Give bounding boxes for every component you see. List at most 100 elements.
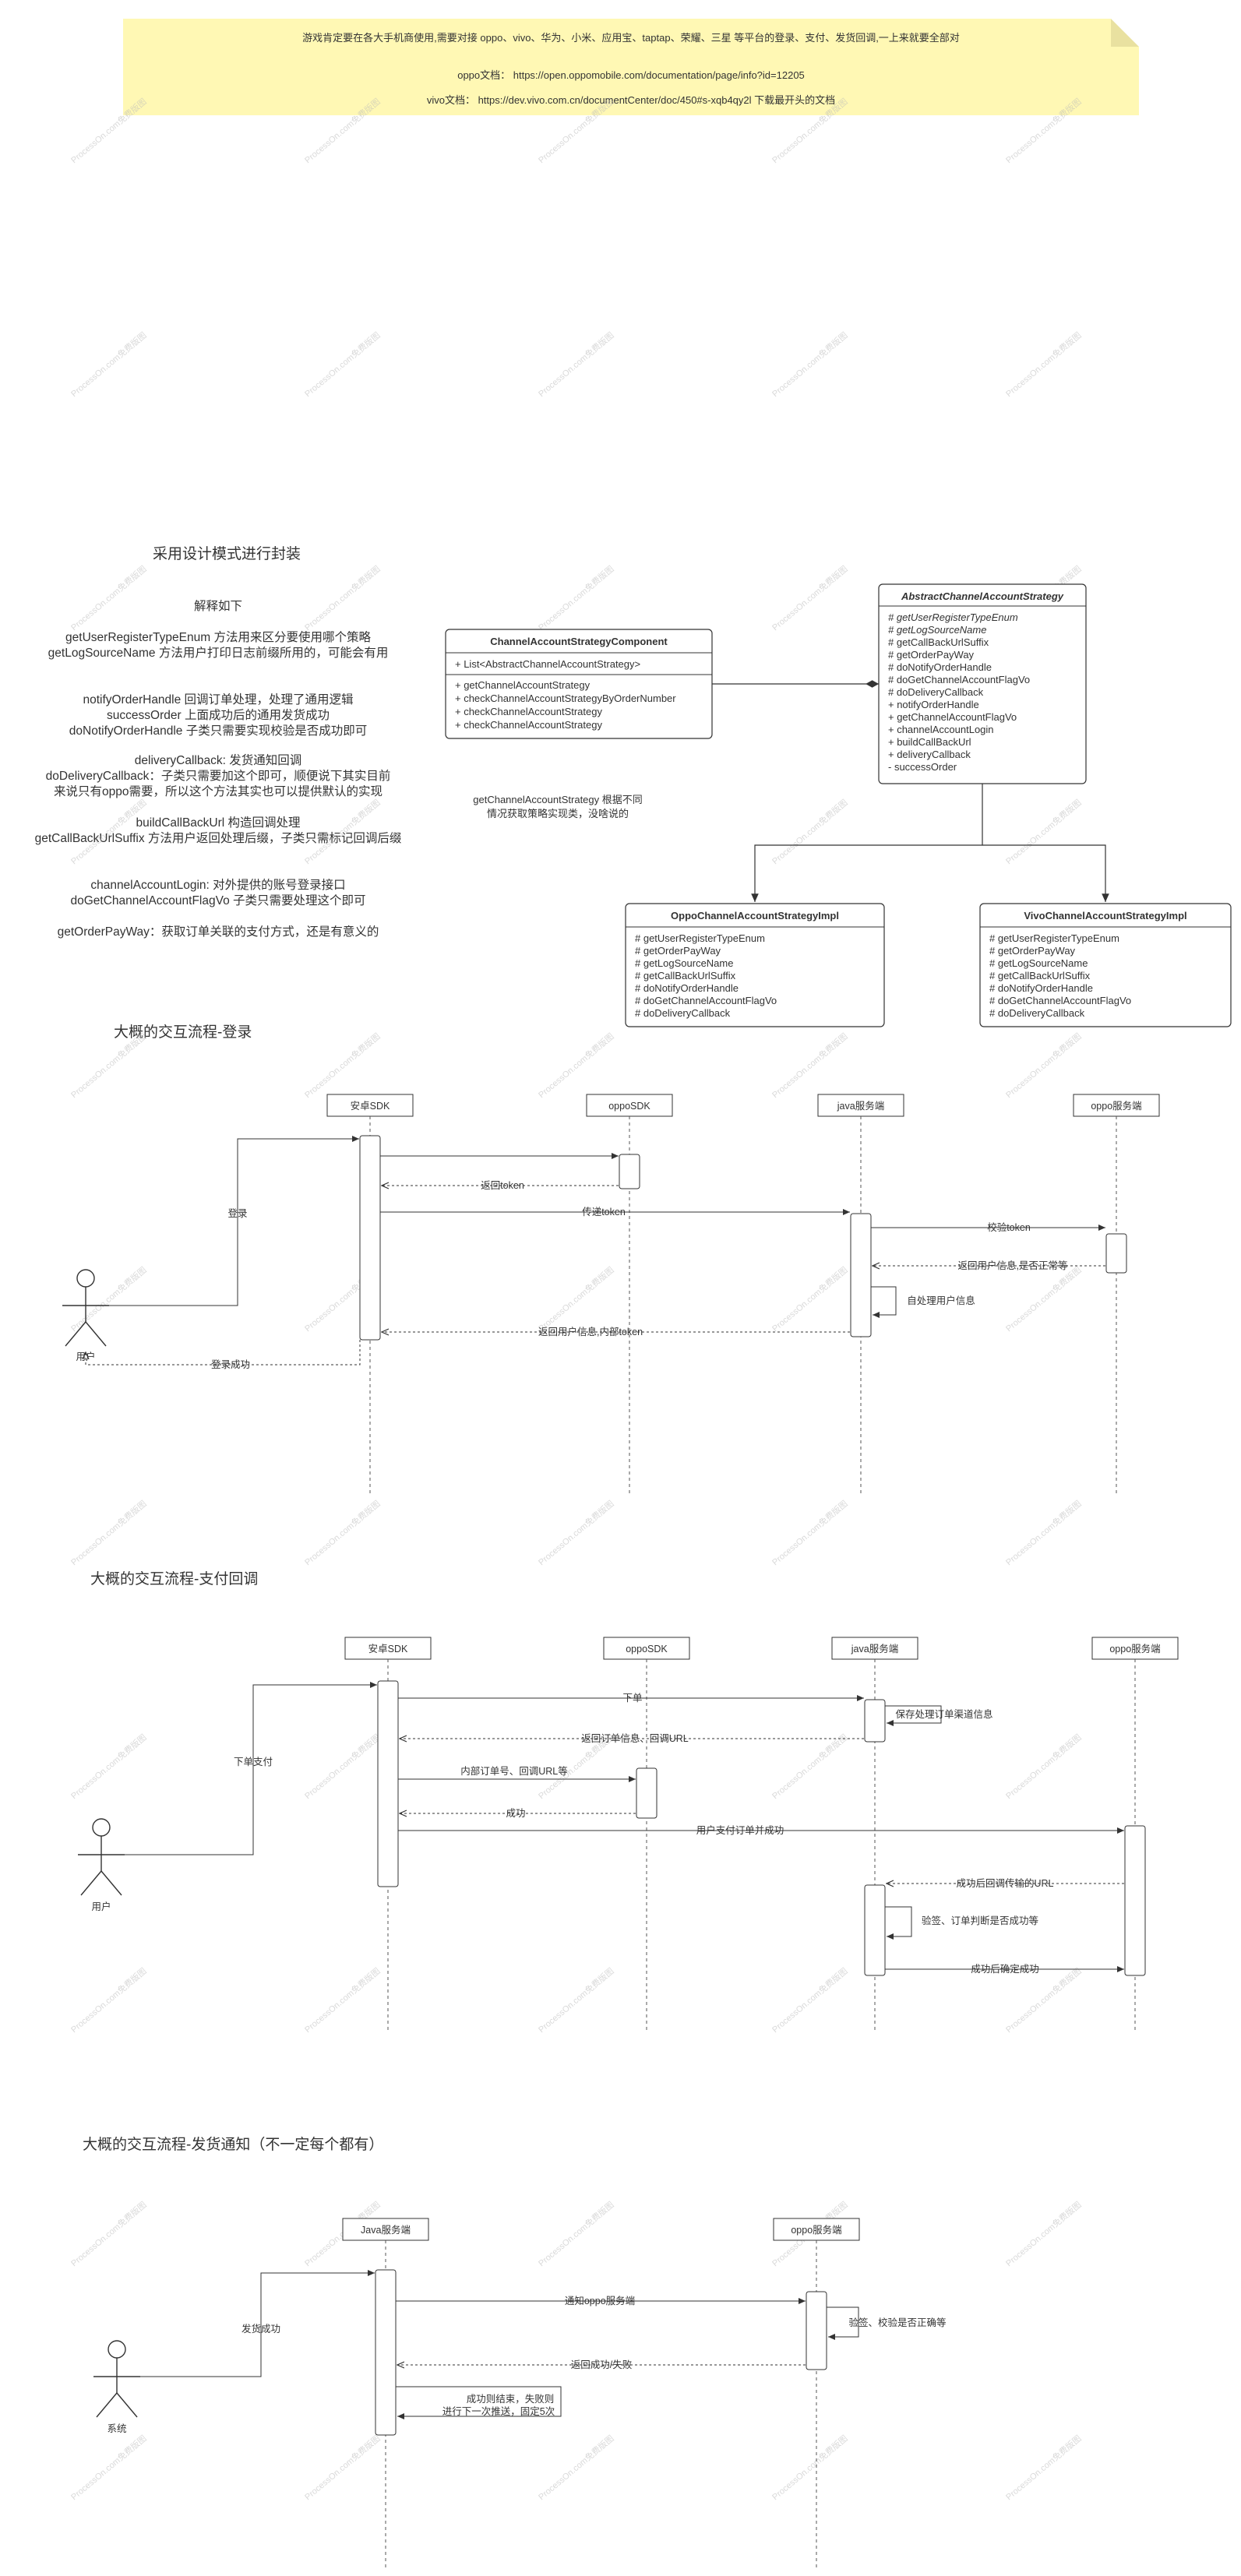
class-member: - successOrder — [888, 761, 957, 773]
participant-oppo-sdk[interactable]: oppoSDK — [603, 1637, 690, 1660]
watermark-text: ProcessOn.com免费版图 — [1003, 329, 1084, 399]
class-title: VivoChannelAccountStrategyImpl — [1024, 910, 1186, 922]
participant-oppo-server[interactable]: oppo服务端 — [1091, 1637, 1179, 1660]
class-member: # getLogSourceName — [635, 957, 733, 969]
watermark-text: ProcessOn.com免费版图 — [69, 2199, 149, 2268]
watermark-text: ProcessOn.com免费版图 — [302, 1498, 383, 1567]
inheritance-line — [751, 784, 983, 902]
class-channel-account-strategy-component[interactable]: ChannelAccountStrategyComponent + List<A… — [445, 629, 713, 739]
class-member: # getUserRegisterTypeEnum — [888, 611, 1018, 623]
note-line-intro: 游戏肯定要在各大手机商使用,需要对接 oppo、vivo、华为、小米、应用宝、t… — [302, 32, 960, 44]
watermark-text: ProcessOn.com免费版图 — [69, 1732, 149, 1801]
design-subtitle: 解释如下 — [193, 600, 243, 613]
msg-label: 登录 — [227, 1207, 247, 1219]
participant-oppo-sdk[interactable]: oppoSDK — [586, 1094, 673, 1117]
watermark-text: ProcessOn.com免费版图 — [302, 96, 383, 165]
seq-login: 安卓SDK oppoSDK java服务端 oppo服务端 — [62, 1094, 1160, 1496]
msg-login — [86, 1136, 359, 1306]
msg-label: 校验token — [987, 1221, 1031, 1233]
watermark-text: ProcessOn.com免费版图 — [1003, 1732, 1084, 1801]
watermark-text: ProcessOn.com免费版图 — [536, 1498, 616, 1567]
participant-java-server[interactable]: java服务端 — [817, 1094, 904, 1117]
watermark-text: ProcessOn.com免费版图 — [69, 1498, 149, 1567]
participant-label: java服务端 — [851, 1643, 898, 1654]
participant-java-server[interactable]: Java服务端 — [342, 2218, 429, 2241]
watermark-text: ProcessOn.com免费版图 — [536, 2433, 616, 2502]
participant-label: java服务端 — [837, 1100, 884, 1112]
participant-java-server[interactable]: java服务端 — [831, 1637, 918, 1660]
watermark-text: ProcessOn.com免费版图 — [536, 1965, 616, 2035]
class-method: + checkChannelAccountStrategyByOrderNumb… — [455, 692, 676, 704]
watermark-text: ProcessOn.com免费版图 — [302, 2433, 383, 2502]
msg-label: 返回成功/失败 — [571, 2359, 633, 2370]
watermark-text: ProcessOn.com免费版图 — [69, 1965, 149, 2035]
participant-label: oppo服务端 — [791, 2224, 841, 2236]
activation-bar — [864, 1884, 886, 1976]
class-abstract-channel-account-strategy[interactable]: AbstractChannelAccountStrategy # getUser… — [878, 583, 1087, 784]
class-member: # doDeliveryCallback — [635, 1007, 731, 1019]
watermark-text: ProcessOn.com免费版图 — [536, 96, 616, 165]
watermark-text: ProcessOn.com免费版图 — [69, 563, 149, 633]
design-pattern-title: 采用设计模式进行封装 — [153, 546, 301, 562]
expl-line: buildCallBackUrl 构造回调处理 — [136, 816, 301, 830]
watermark-text: ProcessOn.com免费版图 — [1003, 797, 1084, 866]
msg-label: 成功 — [506, 1808, 525, 1819]
participant-android-sdk[interactable]: 安卓SDK — [344, 1637, 432, 1660]
watermark-text: ProcessOn.com免费版图 — [770, 1732, 850, 1801]
msg-label: 验签、订单判断是否成功等 — [922, 1915, 1038, 1926]
class-member: # getCallBackUrlSuffix — [989, 970, 1091, 981]
msg-label: 保存处理订单渠道信息 — [895, 1708, 992, 1720]
activation-bar — [1105, 1233, 1127, 1274]
msg-verify — [827, 2306, 859, 2340]
watermark-text: ProcessOn.com免费版图 — [770, 1498, 850, 1567]
participant-label: Java服务端 — [361, 2224, 411, 2236]
class-member: + buildCallBackUrl — [888, 736, 971, 748]
watermark-text: ProcessOn.com免费版图 — [69, 2433, 149, 2502]
actor-system[interactable] — [93, 2340, 140, 2418]
activation-bar — [377, 1680, 399, 1887]
watermark-text: ProcessOn.com免费版图 — [770, 2433, 850, 2502]
participant-label: oppoSDK — [626, 1644, 668, 1654]
expl-line: successOrder 上面成功后的通用发货成功 — [107, 709, 330, 722]
participant-label: oppo服务端 — [1109, 1643, 1160, 1654]
actor-user[interactable] — [78, 1818, 125, 1896]
watermark-text: ProcessOn.com免费版图 — [69, 797, 149, 866]
msg-label: 返回订单信息、回调URL — [581, 1732, 689, 1744]
seq-login-title: 大概的交互流程-登录 — [114, 1024, 252, 1041]
participant-oppo-server[interactable]: oppo服务端 — [1073, 1094, 1160, 1117]
class-member: # getLogSourceName — [989, 957, 1088, 969]
watermark-text: ProcessOn.com免费版图 — [536, 563, 616, 633]
expl-line: channelAccountLogin: 对外提供的账号登录接口 — [90, 879, 346, 892]
watermark-text: ProcessOn.com免费版图 — [302, 1732, 383, 1801]
msg-label: 成功后确定成功 — [971, 1963, 1039, 1975]
msg-retry — [396, 2386, 562, 2419]
class-member: # doGetChannelAccountFlagVo — [989, 995, 1131, 1006]
class-title: AbstractChannelAccountStrategy — [901, 590, 1064, 602]
seq-delivery-title: 大概的交互流程-发货通知（不一定每个都有） — [83, 2137, 384, 2153]
participant-android-sdk[interactable]: 安卓SDK — [326, 1094, 414, 1117]
class-method: + checkChannelAccountStrategy — [455, 719, 602, 731]
watermark-text: ProcessOn.com免费版图 — [69, 329, 149, 399]
watermark-text: ProcessOn.com免费版图 — [1003, 2199, 1084, 2268]
component-note-line: 情况获取策略实现类，没啥说的 — [486, 808, 629, 819]
uml-class-diagram: ChannelAccountStrategyComponent + List<A… — [445, 583, 1232, 1027]
watermark-text: ProcessOn.com免费版图 — [1003, 1031, 1084, 1100]
watermark-text: ProcessOn.com免费版图 — [302, 1031, 383, 1100]
activation-bar — [375, 2269, 397, 2436]
msg-label: 用户支付订单并成功 — [696, 1824, 784, 1836]
requirements-note: 游戏肯定要在各大手机商使用,需要对接 oppo、vivo、华为、小米、应用宝、t… — [123, 19, 1139, 115]
watermark-text: ProcessOn.com免费版图 — [1003, 96, 1084, 165]
msg-label: 返回用户信息,是否正常等 — [958, 1260, 1068, 1271]
msg-delivery-success — [117, 2270, 375, 2377]
class-oppo-channel-account-strategy-impl[interactable]: OppoChannelAccountStrategyImpl # getUser… — [625, 903, 885, 1027]
msg-verify-sign — [885, 1906, 912, 1940]
participant-oppo-server[interactable]: oppo服务端 — [773, 2218, 860, 2241]
activation-bar — [850, 1213, 872, 1337]
class-member: + getChannelAccountFlagVo — [888, 711, 1017, 723]
watermark-text: ProcessOn.com免费版图 — [770, 1264, 850, 1334]
class-member: # doGetChannelAccountFlagVo — [635, 995, 777, 1006]
class-vivo-channel-account-strategy-impl[interactable]: VivoChannelAccountStrategyImpl # getUser… — [979, 903, 1232, 1027]
class-method: + checkChannelAccountStrategy — [455, 706, 602, 717]
participant-label: 安卓SDK — [351, 1100, 390, 1112]
activation-bar — [619, 1154, 640, 1189]
